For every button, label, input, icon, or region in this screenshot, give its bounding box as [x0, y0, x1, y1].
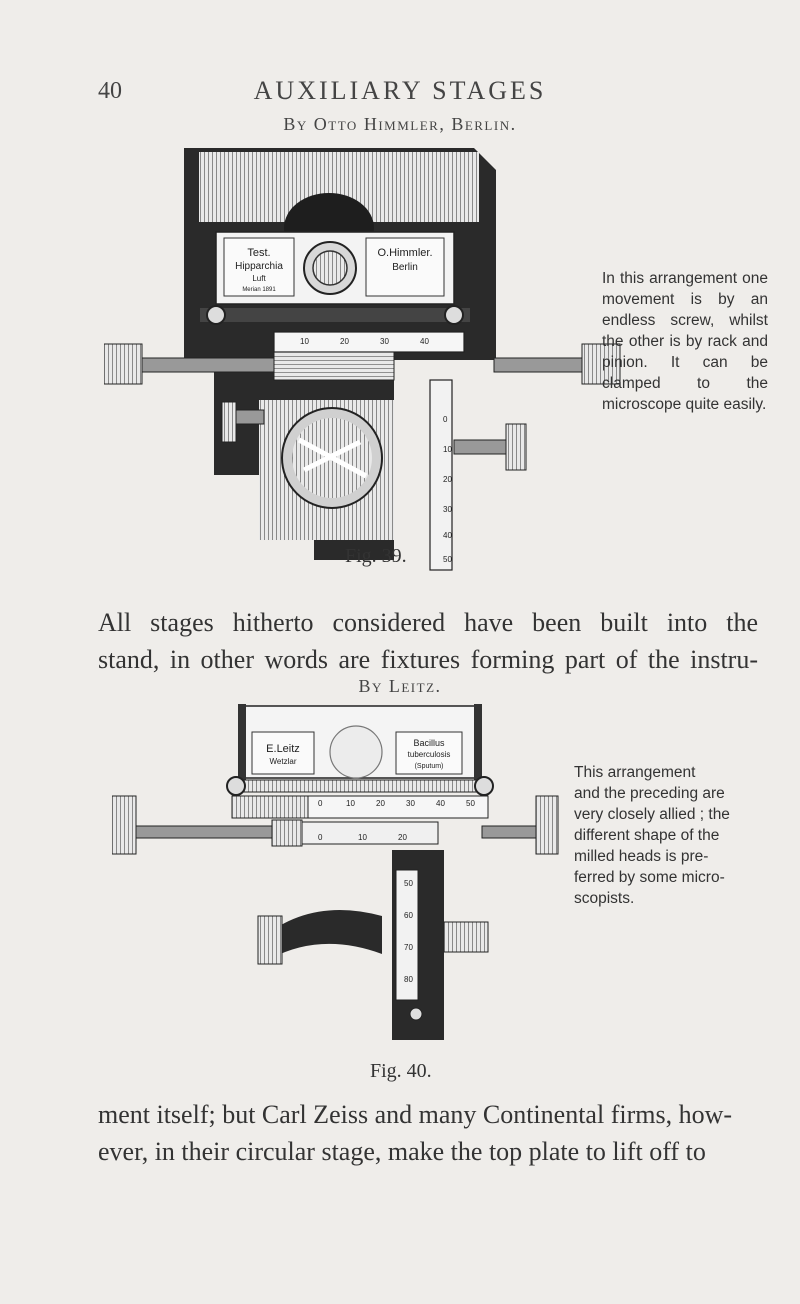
caption-line: different shape of the — [574, 827, 720, 844]
figure-40-byline: By Leitz. — [358, 676, 442, 696]
figure-40-caption: This arrangement and the preceding are v… — [574, 762, 740, 909]
scale-tick-label: 0 — [443, 415, 448, 424]
body-line: All stages hitherto considered have been… — [98, 608, 758, 637]
scale-tick-label: 0 — [318, 799, 323, 808]
caption-line: scopists. — [574, 890, 635, 907]
body-line: ment itself; but Carl Zeiss and many Con… — [98, 1100, 733, 1129]
scale-tick-label: 10 — [346, 799, 355, 808]
scale-tick-label: 40 — [443, 531, 452, 540]
slide-label-line: Luft — [252, 274, 266, 283]
scale-tick-label: 10 — [300, 337, 309, 346]
scale-tick-label: 50 — [404, 879, 413, 888]
figure-39-byline: By Otto Himmler, Berlin. — [283, 114, 517, 134]
scale-tick-label: 20 — [376, 799, 385, 808]
scale-tick-label: 30 — [406, 799, 415, 808]
scale-tick-label: 20 — [340, 337, 349, 346]
caption-line: milled heads is pre- — [574, 848, 709, 865]
slide-label-line: O.Himmler. — [378, 247, 433, 259]
body-line: ever, in their circular stage, make the … — [98, 1137, 706, 1166]
slide-label-line: tuberculosis — [408, 750, 451, 759]
scale-tick-label: 10 — [443, 445, 452, 454]
slide-label-line: Bacillus — [413, 738, 445, 748]
scale-tick-label: 40 — [436, 799, 445, 808]
slide-label-line: (Sputum) — [415, 763, 444, 770]
page-number: 40 — [98, 78, 122, 104]
scale-tick-label: 60 — [404, 911, 413, 920]
scale-tick-label: 40 — [420, 337, 429, 346]
figure-39-caption: In this arrangement one movement is by a… — [602, 270, 768, 413]
running-head: AUXILIARY STAGES — [253, 76, 547, 105]
scale-tick-label: 0 — [318, 833, 323, 842]
slide-label-line: Hipparchia — [235, 261, 283, 272]
body-paragraph: ment itself; but Carl Zeiss and many Con… — [98, 1096, 758, 1170]
scale-tick-label: 70 — [404, 943, 413, 952]
scale-tick-label: 80 — [404, 975, 413, 984]
caption-line: This arrangement — [574, 764, 696, 781]
scale-tick-label: 30 — [380, 337, 389, 346]
scale-tick-label: 20 — [398, 833, 407, 842]
body-paragraph: All stages hitherto considered have been… — [98, 604, 758, 678]
slide-label-line: Wetzlar — [270, 757, 297, 766]
figure-40-illustration: E.Leitz Wetzlar Bacillus tuberculosis (S… — [112, 704, 559, 1040]
figure-40-label: Fig. 40. — [370, 1060, 432, 1082]
slide-label-line: Test. — [247, 247, 270, 259]
body-line: stand, in other words are fixtures formi… — [98, 645, 758, 674]
scale-tick-label: 50 — [466, 799, 475, 808]
scale-tick-label: 30 — [443, 505, 452, 514]
figure-39-label: Fig. 39. — [345, 545, 407, 567]
caption-line: ferred by some micro- — [574, 869, 725, 886]
scale-tick-label: 50 — [443, 555, 452, 564]
caption-line: and the preceding are — [574, 785, 725, 802]
caption-line: very closely allied ; the — [574, 806, 730, 823]
scale-tick-label: 20 — [443, 475, 452, 484]
scale-tick-label: 10 — [358, 833, 367, 842]
slide-label-line: E.Leitz — [266, 743, 300, 755]
figure-39-illustration: Test. Hipparchia Luft Merian 1891 O.Himm… — [104, 148, 621, 571]
slide-label-line: Berlin — [392, 262, 418, 273]
slide-label-line: Merian 1891 — [242, 287, 276, 293]
